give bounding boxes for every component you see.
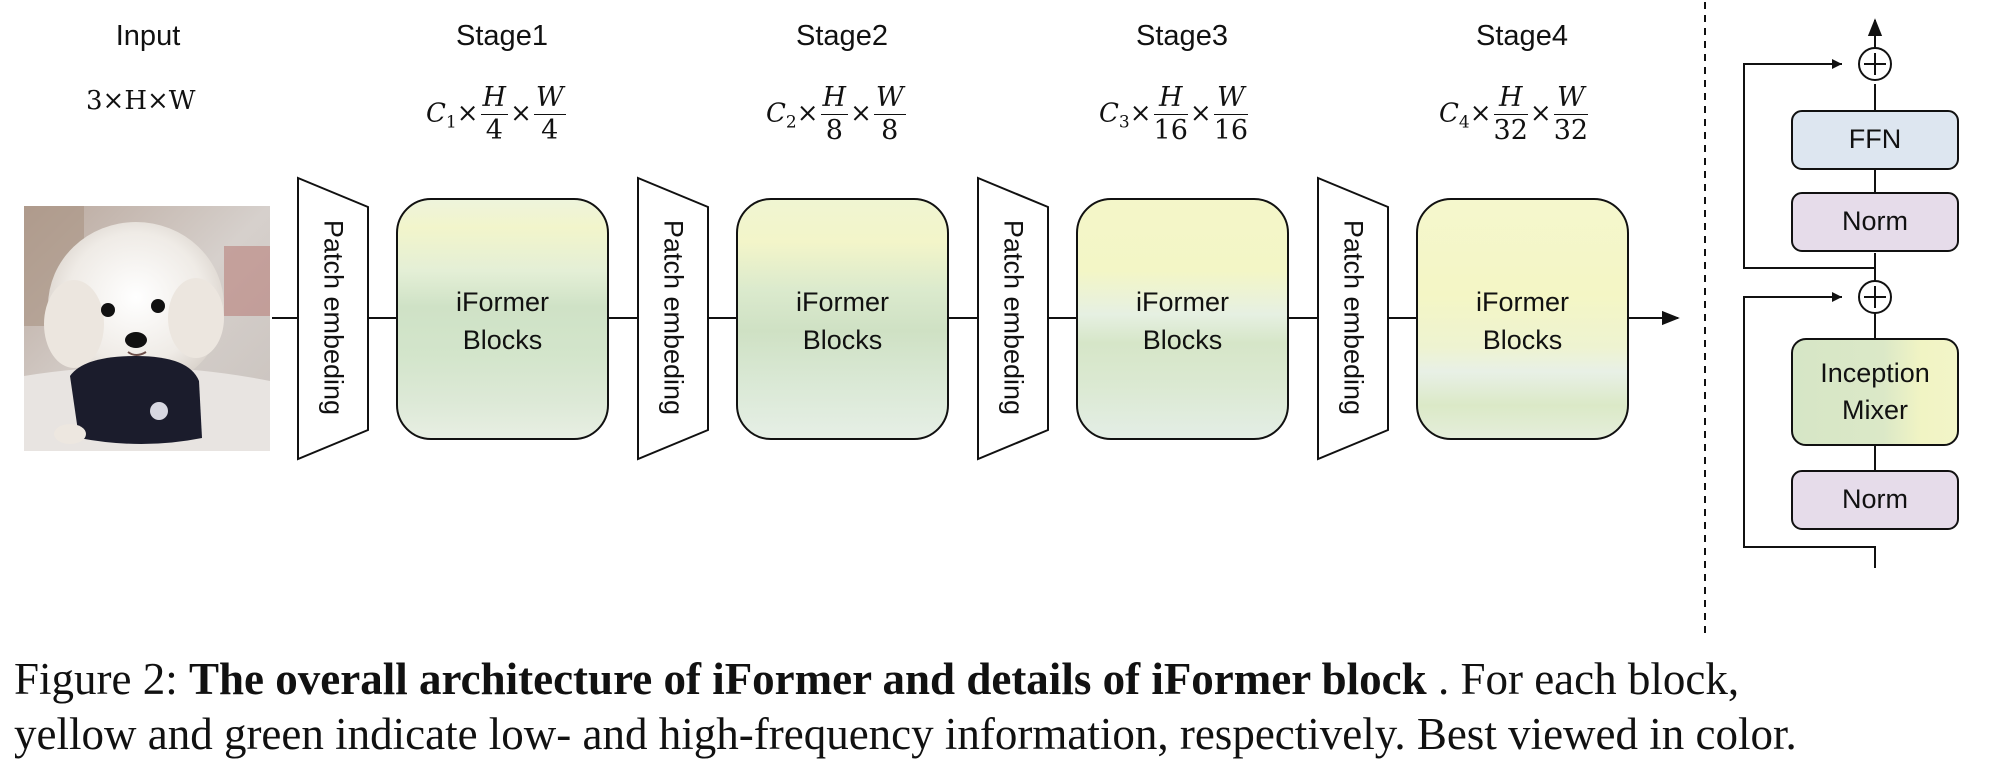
skip-arrow-2 xyxy=(1832,59,1842,69)
input-image xyxy=(24,206,270,451)
diagram-canvas xyxy=(272,2,1959,636)
iformer-blocks-stage1 xyxy=(396,198,609,440)
ffn-label: FFN xyxy=(1848,124,1902,154)
ffn-box xyxy=(1791,110,1959,170)
norm-top-label: Norm xyxy=(1842,206,1908,236)
stage1-label: Stage1 xyxy=(456,20,548,52)
patch-embedding-1 xyxy=(297,176,369,461)
stage2-label: Stage2 xyxy=(796,20,888,52)
stage3-label: Stage3 xyxy=(1136,20,1228,52)
skip-arrow-1 xyxy=(1832,292,1842,302)
patch-embedding-3 xyxy=(977,176,1049,461)
patch-embedding-4 xyxy=(1317,176,1389,461)
patch-embedding-label-4: Patch embeding xyxy=(1338,219,1369,416)
patch-embedding-label-1: Patch embeding xyxy=(318,219,349,416)
inception-mixer-box xyxy=(1791,338,1959,446)
caption-bold-title: The overall architecture of iFormer and … xyxy=(189,654,1427,704)
iformer-blocks-stage2 xyxy=(736,198,949,440)
figure-caption: Figure 2: The overall architecture of iF… xyxy=(14,652,1994,762)
add-icon-top xyxy=(1858,47,1892,81)
patch-embedding-label-3: Patch embeding xyxy=(998,219,1029,416)
iformer-blocks-stage3 xyxy=(1076,198,1289,440)
input-label: Input xyxy=(115,20,181,52)
input-dims: 3×H×W xyxy=(86,86,196,116)
block-detail-lines xyxy=(1743,18,1883,568)
add-icon-bottom xyxy=(1858,280,1892,314)
norm-box-top xyxy=(1791,192,1959,252)
patch-embedding-2 xyxy=(637,176,709,461)
caption-line-2: yellow and green indicate low- and high-… xyxy=(14,709,1797,759)
caption-line-1: Figure 2: The overall architecture of iF… xyxy=(14,654,1740,704)
stage4-label: Stage4 xyxy=(1476,20,1568,52)
norm-bottom-label: Norm xyxy=(1842,484,1908,514)
norm-box-bottom xyxy=(1791,470,1959,530)
architecture-diagram: Input 3×H×W Stage1 Stage2 Stage3 Stage4 … xyxy=(24,2,1959,636)
patch-embedding-label-2: Patch embeding xyxy=(658,219,689,416)
iformer-blocks-stage4 xyxy=(1416,198,1629,440)
